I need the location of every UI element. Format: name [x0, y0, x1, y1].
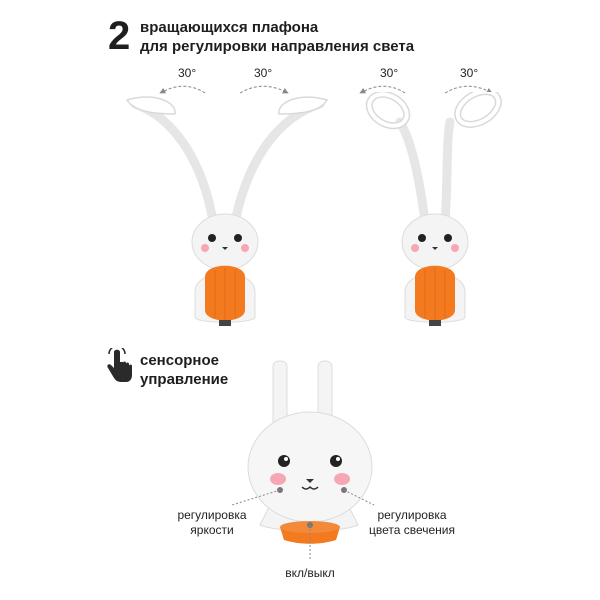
- feature-title: вращающихся плафона для регулировки напр…: [140, 18, 414, 56]
- touch-control-title: сенсорное управление: [140, 351, 228, 389]
- brightness-label-line1: регулировка: [177, 508, 247, 522]
- hand-touch-icon: [107, 348, 132, 382]
- lamp-illustration-right: [365, 92, 502, 326]
- color-label-line1: регулировка: [377, 508, 447, 522]
- power-label: вкл/выкл: [285, 566, 335, 580]
- lamp-closeup-illustration: [247, 360, 373, 544]
- rotation-arrows: [159, 85, 493, 94]
- angle-label-right-b: 30°: [460, 66, 479, 80]
- color-label: регулировка цвета свечения: [360, 508, 464, 538]
- lamp-illustration-left: [125, 96, 329, 326]
- brightness-label-line2: яркости: [190, 523, 234, 537]
- brightness-label: регулировка яркости: [172, 508, 252, 538]
- feature-title-line1: вращающихся плафона: [140, 19, 319, 36]
- feature-number: 2: [108, 14, 131, 58]
- touch-control-line1: сенсорное: [140, 352, 219, 369]
- angle-label-left-a: 30°: [178, 66, 197, 80]
- angle-label-right-a: 30°: [380, 66, 399, 80]
- angle-label-left-b: 30°: [254, 66, 273, 80]
- color-label-line2: цвета свечения: [368, 523, 456, 537]
- touch-control-line2: управление: [140, 371, 229, 388]
- feature-title-line2: для регулировки направления света: [140, 38, 415, 55]
